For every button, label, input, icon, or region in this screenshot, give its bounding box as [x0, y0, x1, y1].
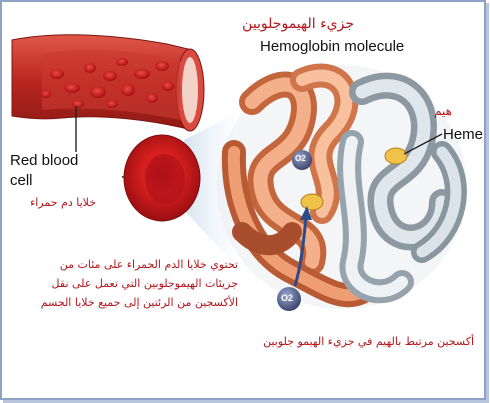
oxygen-caption: أكسجين مرتبط بالهيم في جزيء الهيمو جلوبي… [263, 335, 474, 348]
heme-label-arabic: هيم [434, 104, 452, 118]
red-blood-cell [124, 135, 200, 221]
o2-label-bound: O2 [295, 154, 306, 163]
rbc-label-line2: cell [10, 172, 33, 189]
heme-group-2 [301, 194, 323, 210]
rbc-label-arabic: خلايا دم حمراء [30, 196, 96, 209]
title-arabic: جزيء الهيموجلوبين [242, 16, 354, 32]
hemoglobin-molecule [217, 65, 467, 309]
heme-label-english: Heme [443, 126, 483, 143]
heme-group-1 [385, 148, 407, 164]
description-line-3: الأكسجين من الرئتين إلى جميع خلايا الجسم [41, 296, 238, 309]
o2-label-free: O2 [281, 293, 293, 303]
title-english: Hemoglobin molecule [260, 38, 404, 55]
blood-vessel [12, 35, 204, 131]
description-line-2: جزيئات الهيموجلوبين التي تعمل على نقل [52, 277, 238, 290]
description-line-1: تحتوي خلايا الدم الحمراء على مئات من [60, 258, 238, 271]
rbc-label-line1: Red blood [10, 152, 78, 169]
